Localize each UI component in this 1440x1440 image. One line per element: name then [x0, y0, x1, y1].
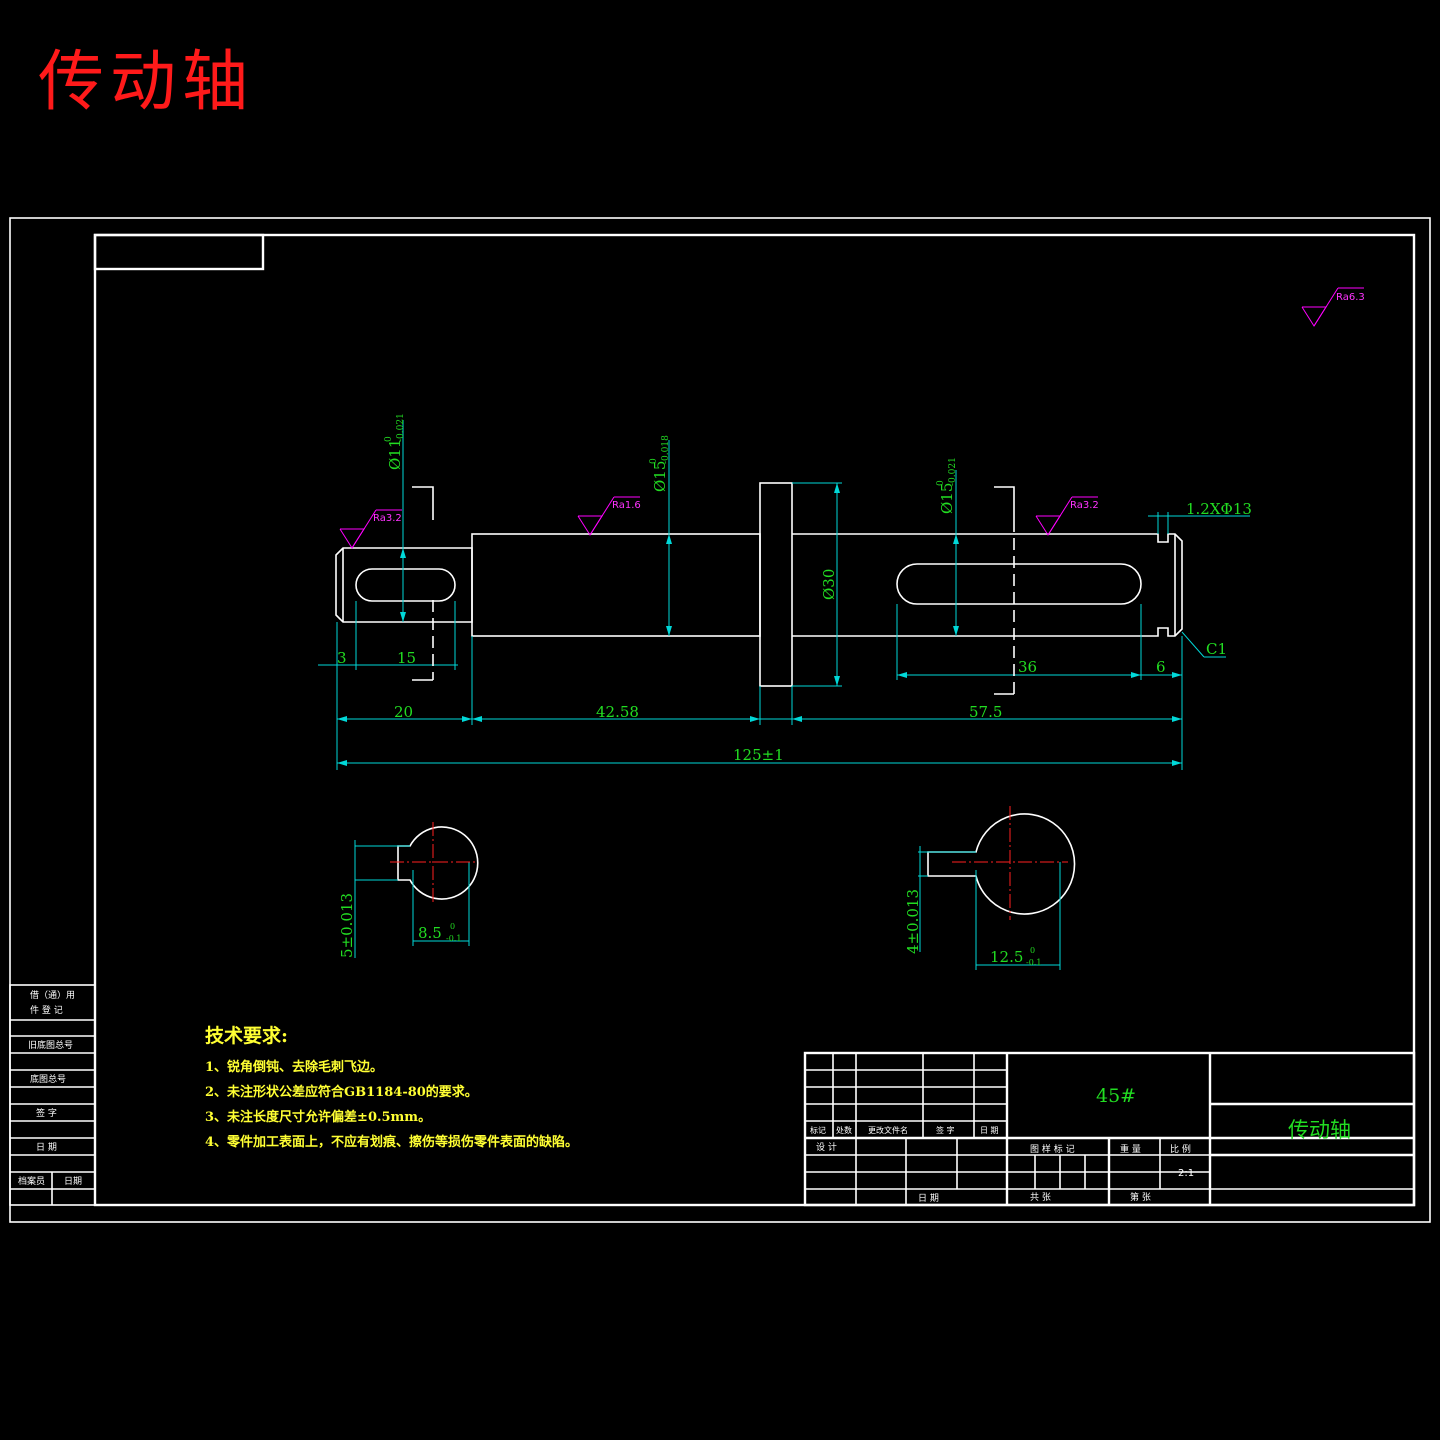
- scale-value: 2:1: [1178, 1168, 1194, 1179]
- dim-d-collar: Ø30: [820, 569, 838, 600]
- left-keyway: [355, 568, 456, 602]
- side-table-cell-2: 旧底图总号: [28, 1039, 73, 1051]
- side-table-cell-4: 签 字: [36, 1107, 57, 1119]
- ratio-label: 比 例: [1170, 1143, 1191, 1155]
- roughness-left-label: Ra3.2: [373, 513, 402, 524]
- dim-d-right: Ø15: [938, 483, 956, 514]
- inner-frame: [93, 233, 1416, 1207]
- drawing-heading: 传动轴: [38, 43, 254, 120]
- rev-header-1: 处数: [836, 1125, 852, 1135]
- dim-d-right-tol-low: -0.021: [948, 457, 958, 486]
- dim-42-58: 42.58: [596, 703, 639, 721]
- tech-item-4: 4、零件加工表面上，不应有划痕、擦伤等损伤零件表面的缺陷。: [205, 1134, 578, 1150]
- side-table-cell-1: 件 登 记: [30, 1004, 63, 1016]
- section-cut-marks: [412, 486, 1015, 695]
- roughness-symbols: [339, 287, 1364, 549]
- side-table-cell-6: 档案员: [18, 1175, 45, 1187]
- sheet-no-label: 第 张: [1130, 1191, 1151, 1203]
- shaft-main-view: [335, 482, 1183, 687]
- side-table-cell-5: 日 期: [36, 1142, 57, 1153]
- dim-d-left-tol-up: 0: [384, 436, 394, 442]
- dim-d-left: Ø11: [386, 439, 404, 470]
- dimension-lines: [318, 420, 1250, 770]
- rev-header-0: 标记: [810, 1125, 826, 1135]
- rev-header-2: 更改文件名: [868, 1125, 908, 1135]
- dim-d-mid: Ø15: [651, 461, 669, 492]
- dim-d-mid-tol-low: -0.018: [661, 435, 671, 464]
- left-depth: 8.5: [418, 924, 442, 942]
- middle-shaft: [471, 533, 761, 637]
- rev-header-4: 日 期: [980, 1126, 999, 1135]
- dim-6: 6: [1156, 658, 1166, 676]
- total-sheets-label: 共 张: [1030, 1192, 1051, 1203]
- tech-title: 技术要求:: [205, 1024, 288, 1047]
- corner-code-box: [93, 233, 265, 271]
- dim-d-left-tol-low: -0.021: [396, 413, 406, 442]
- side-table-cell-0: 借（通）用: [30, 989, 75, 1001]
- right-key-width: 4±0.013: [904, 889, 922, 954]
- side-table: [9, 984, 96, 1206]
- part-name: 传动轴: [1288, 1118, 1351, 1142]
- dim-36: 36: [1018, 658, 1037, 676]
- material: 45#: [1096, 1085, 1136, 1107]
- right-depth-tol-low: -0.1: [1026, 958, 1041, 967]
- tech-item-2: 2、未注形状公差应符合GB1184-80的要求。: [205, 1084, 478, 1100]
- left-depth-tol-low: -0.1: [446, 934, 461, 943]
- dim-d-right-tol-up: 0: [936, 480, 946, 486]
- chamfer-callout: C1: [1206, 640, 1227, 658]
- left-depth-tol-up: 0: [450, 922, 455, 931]
- side-table-cell-3: 底图总号: [30, 1073, 66, 1085]
- dim-20: 20: [394, 703, 413, 721]
- dim-15: 15: [397, 649, 416, 667]
- collar: [759, 482, 793, 687]
- right-depth-tol-up: 0: [1030, 946, 1035, 955]
- roughness-right-label: Ra3.2: [1070, 500, 1099, 511]
- outer-border: [9, 217, 1431, 1223]
- dim-3: 3: [337, 649, 347, 667]
- roughness-mid-label: Ra1.6: [612, 500, 641, 511]
- title-block: [803, 1051, 1416, 1207]
- left-section: [354, 822, 479, 958]
- stage-mark-label: 图 样 标 记: [1030, 1143, 1075, 1155]
- groove-callout: 1.2XΦ13: [1186, 500, 1252, 518]
- rev-header-3: 签 字: [936, 1125, 955, 1135]
- date-label: 日 期: [918, 1193, 939, 1204]
- tech-item-1: 1、锐角倒钝、去除毛刺飞边。: [205, 1059, 383, 1075]
- design-label: 设 计: [816, 1141, 837, 1153]
- weight-label: 重 量: [1120, 1143, 1141, 1155]
- right-depth: 12.5: [990, 948, 1023, 966]
- right-section: [918, 806, 1076, 970]
- right-keyway: [896, 563, 1142, 605]
- roughness-general-label: Ra6.3: [1336, 292, 1365, 303]
- left-key-width: 5±0.013: [338, 893, 356, 958]
- dim-57-5: 57.5: [969, 703, 1002, 721]
- tech-item-3: 3、未注长度尺寸允许偏差±0.5mm。: [205, 1109, 431, 1125]
- right-shaft: [792, 533, 1183, 637]
- dim-total: 125±1: [733, 746, 784, 764]
- dim-d-mid-tol-up: 0: [649, 458, 659, 464]
- side-table-cell-7: 日期: [64, 1176, 82, 1187]
